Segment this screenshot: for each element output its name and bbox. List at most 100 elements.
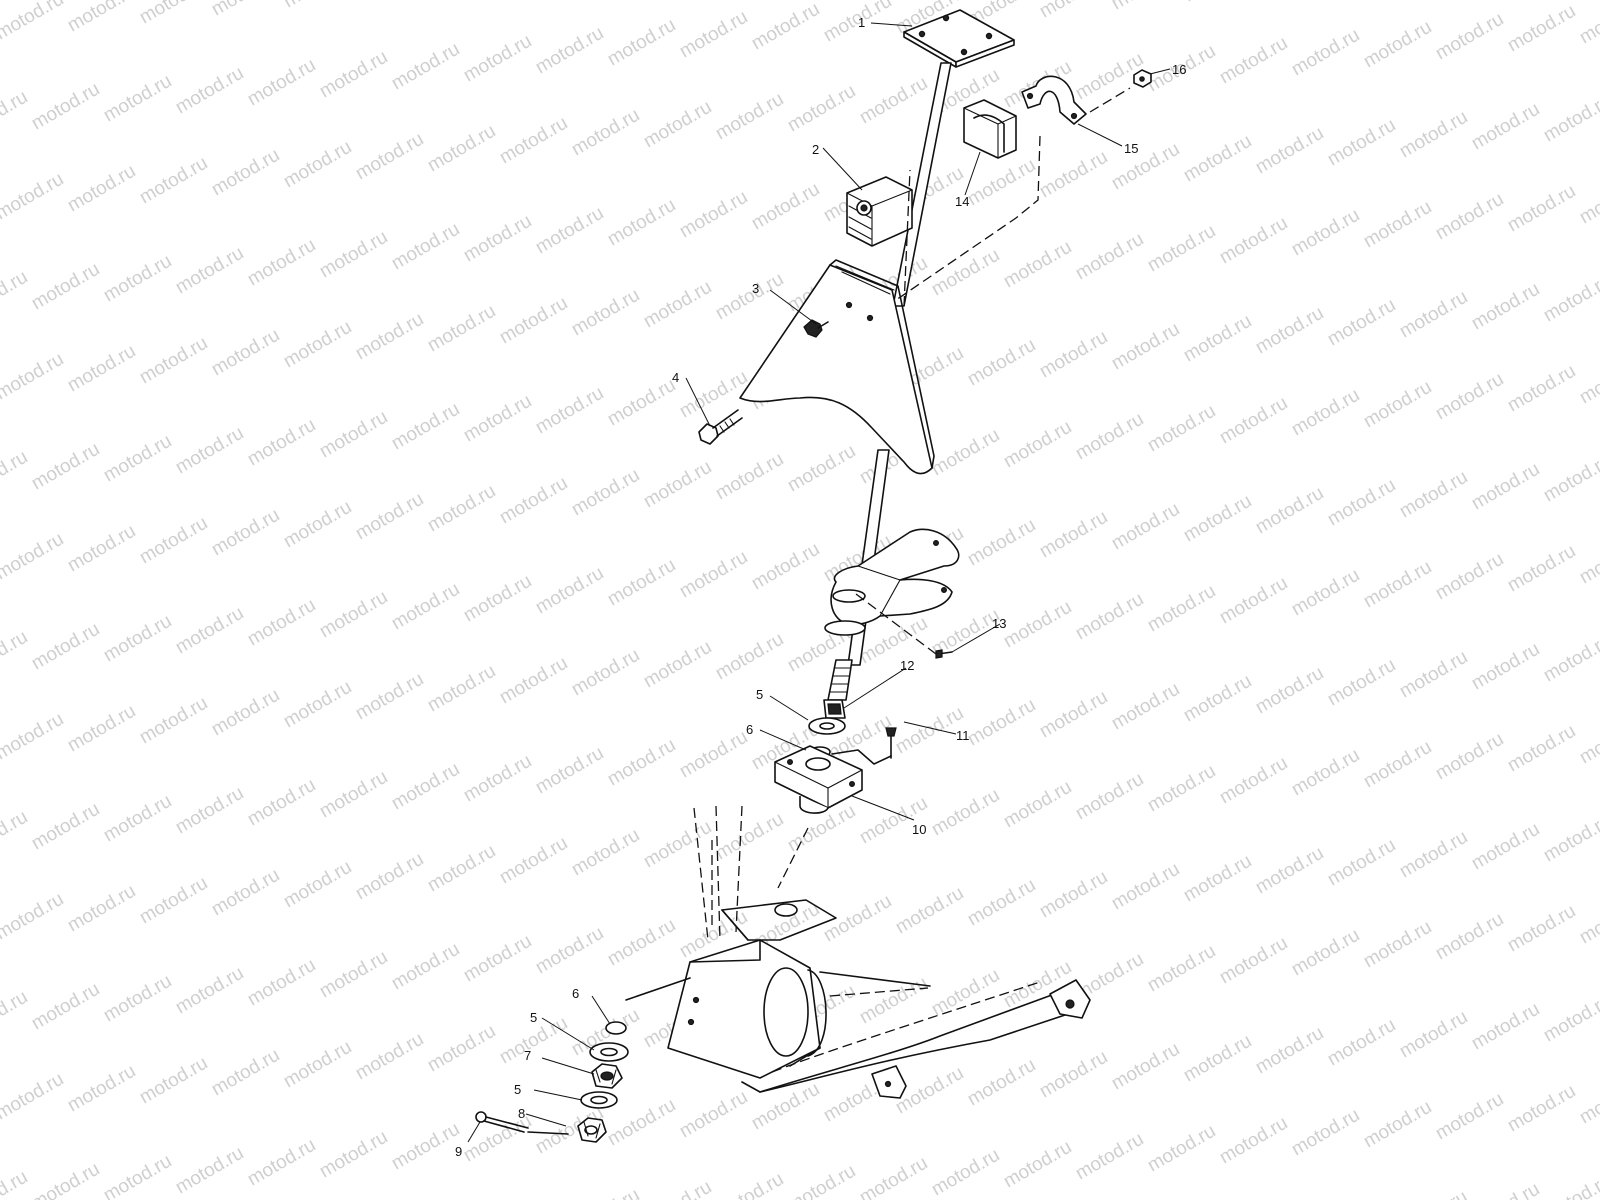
watermark-text: motod.ru xyxy=(100,431,175,487)
watermark-text: motod.ru xyxy=(424,121,499,177)
watermark-text: motod.ru xyxy=(136,153,211,209)
watermark-text: motod.ru xyxy=(1396,647,1471,703)
watermark-text: motod.ru xyxy=(172,423,247,479)
leader-lines xyxy=(467,22,1171,1143)
watermark-text: motod.ru xyxy=(1288,745,1363,801)
watermark-text: motod.ru xyxy=(172,243,247,299)
watermark-text: motod.ru xyxy=(1108,319,1183,375)
part-6-ring-lower xyxy=(605,1021,627,1035)
watermark-text: motod.ru xyxy=(280,677,355,733)
part-11-screw xyxy=(885,727,897,759)
watermark-text: motod.ru xyxy=(856,1153,931,1200)
part-8-nut xyxy=(577,1117,607,1143)
watermark-text: motod.ru xyxy=(1540,451,1600,507)
watermark-text: motod.ru xyxy=(1216,393,1291,449)
watermark-text: motod.ru xyxy=(928,425,1003,481)
watermark-text: motod.ru xyxy=(1072,409,1147,465)
watermark-text: motod.ru xyxy=(280,137,355,193)
callout-16: 16 xyxy=(1172,62,1186,77)
watermark-text: motod.ru xyxy=(388,759,463,815)
watermark-text: motod.ru xyxy=(496,113,571,169)
watermark-text: motod.ru xyxy=(208,145,283,201)
watermark-text: motod.ru xyxy=(0,87,31,143)
watermark-text: motod.ru xyxy=(1288,565,1363,621)
watermark-text: motod.ru xyxy=(928,965,1003,1021)
watermark-text: motod.ru xyxy=(712,1169,787,1200)
watermark-text: motod.ru xyxy=(856,793,931,849)
watermark-text: motod.ru xyxy=(316,407,391,463)
watermark-text: motod.ru xyxy=(964,335,1039,391)
watermark-text: motod.ru xyxy=(712,89,787,145)
watermark-text: motod.ru xyxy=(208,505,283,561)
watermark-text: motod.ru xyxy=(0,169,67,225)
watermark-text: motod.ru xyxy=(1144,581,1219,637)
watermark-text: motod.ru xyxy=(496,473,571,529)
watermark-text: motod.ru xyxy=(748,179,823,235)
watermark-text: motod.ru xyxy=(1540,91,1600,147)
watermark-text: motod.ru xyxy=(1036,507,1111,563)
shaft-spline xyxy=(827,659,853,701)
watermark-text: motod.ru xyxy=(1252,123,1327,179)
watermark-text: motod.ru xyxy=(1396,467,1471,523)
watermark-text: motod.ru xyxy=(1288,205,1363,261)
watermark-text: motod.ru xyxy=(136,0,211,28)
watermark-text: motod.ru xyxy=(1540,991,1600,1047)
watermark-text: motod.ru xyxy=(0,1167,31,1200)
part-4-bolt xyxy=(698,409,743,445)
watermark-text: motod.ru xyxy=(1180,311,1255,367)
watermark-text: motod.ru xyxy=(1360,17,1435,73)
callout-11: 11 xyxy=(956,728,970,743)
watermark-text: motod.ru xyxy=(388,939,463,995)
callout-6-upper: 6 xyxy=(746,722,753,737)
callout-5-lower-a: 5 xyxy=(530,1010,537,1025)
watermark-text: motod.ru xyxy=(1540,631,1600,687)
watermark-text: motod.ru xyxy=(1396,1007,1471,1063)
watermark-text: motod.ru xyxy=(496,653,571,709)
watermark-text: motod.ru xyxy=(244,775,319,831)
watermark-text: motod.ru xyxy=(568,465,643,521)
watermark-text: motod.ru xyxy=(316,47,391,103)
callout-14: 14 xyxy=(955,194,969,209)
watermark-text: motod.ru xyxy=(0,987,31,1043)
part-13-pin xyxy=(935,649,953,659)
watermark-text: motod.ru xyxy=(0,709,67,765)
watermark-text: motod.ru xyxy=(352,489,427,545)
watermark-text: motod.ru xyxy=(568,645,643,701)
watermark-text: motod.ru xyxy=(1576,1073,1600,1129)
watermark-text: motod.ru xyxy=(604,915,679,971)
watermark-text: motod.ru xyxy=(424,481,499,537)
watermark-text: motod.ru xyxy=(316,1127,391,1183)
watermark-text: motod.ru xyxy=(28,259,103,315)
watermark-text: motod.ru xyxy=(1468,459,1543,515)
watermark-text: motod.ru xyxy=(1252,663,1327,719)
watermark-text: motod.ru xyxy=(496,833,571,889)
watermark-text: motod.ru xyxy=(1324,475,1399,531)
watermark-text: motod.ru xyxy=(1324,655,1399,711)
watermark-text: motod.ru xyxy=(1468,639,1543,695)
watermark-text: motod.ru xyxy=(1396,1187,1471,1200)
watermark-text: motod.ru xyxy=(1036,327,1111,383)
watermark-text: motod.ru xyxy=(1468,1179,1543,1200)
watermark-text: motod.ru xyxy=(640,637,715,693)
part-2-bushing-block xyxy=(846,176,913,247)
watermark-text: motod.ru xyxy=(244,1135,319,1191)
watermark-text: motod.ru xyxy=(1576,0,1600,48)
watermark-text: motod.ru xyxy=(388,39,463,95)
watermark-text: motod.ru xyxy=(1288,25,1363,81)
watermark-text: motod.ru xyxy=(136,513,211,569)
watermark-text: motod.ru xyxy=(64,521,139,577)
watermark-text: motod.ru xyxy=(1036,147,1111,203)
watermark-text: motod.ru xyxy=(1000,777,1075,833)
watermark-text: motod.ru xyxy=(1072,589,1147,645)
watermark-text: motod.ru xyxy=(424,841,499,897)
watermark-text: motod.ru xyxy=(28,799,103,855)
watermark-text: motod.ru xyxy=(424,301,499,357)
watermark-text: motod.ru xyxy=(1036,867,1111,923)
watermark-text: motod.ru xyxy=(784,1161,859,1200)
watermark-text: motod.ru xyxy=(676,727,751,783)
watermark-text: motod.ru xyxy=(0,889,67,945)
part-3-screw xyxy=(803,319,829,338)
watermark-text: motod.ru xyxy=(712,629,787,685)
part-5-washer-lower-a xyxy=(589,1042,629,1062)
part-5-washer-upper xyxy=(808,717,846,735)
